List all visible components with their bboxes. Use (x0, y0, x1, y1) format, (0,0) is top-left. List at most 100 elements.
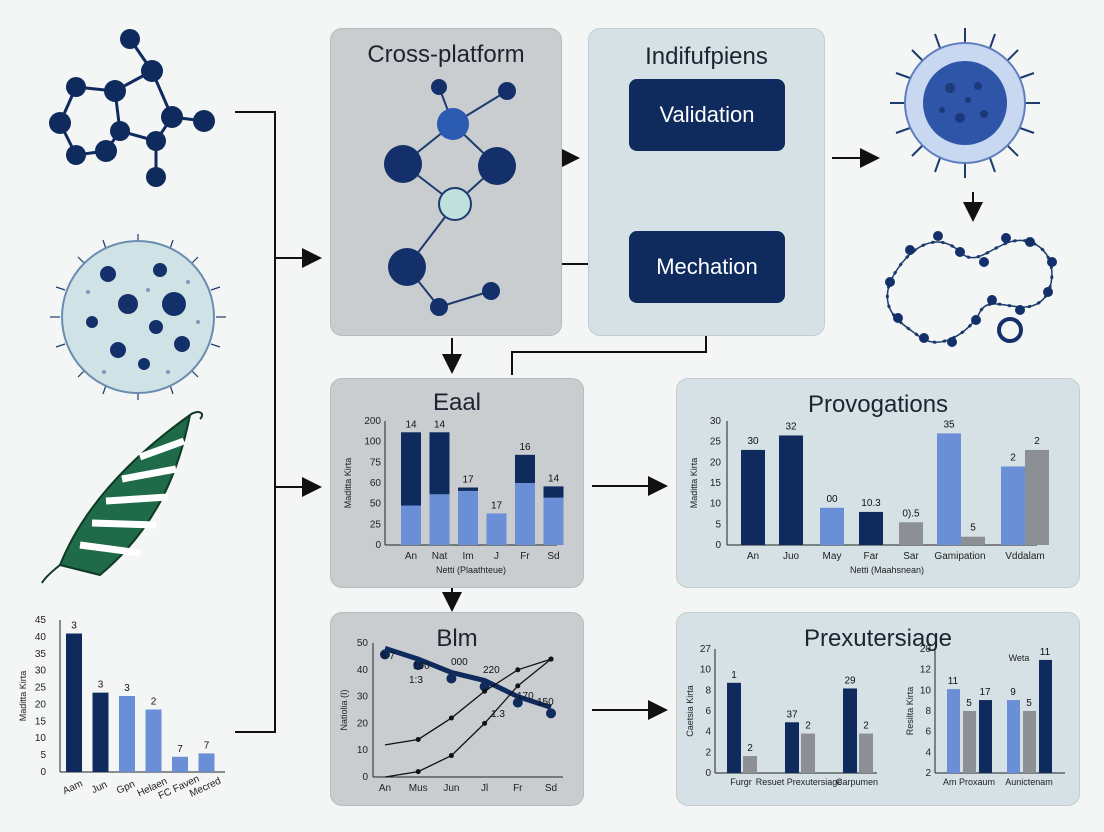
panel-title: Blm (436, 625, 478, 652)
data-point (546, 708, 556, 719)
data-point (413, 660, 424, 671)
data-point (482, 720, 488, 726)
y-tick-label: 6 (705, 706, 711, 717)
data-label: 35 (943, 419, 955, 430)
data-point (548, 656, 554, 662)
x-tick-label: May (823, 551, 842, 562)
x-tick-label: Aunictenam (1005, 777, 1053, 787)
bar (801, 733, 815, 773)
data-point (448, 753, 454, 759)
y-tick-label: 0 (715, 540, 721, 551)
y-tick-label: 2 (925, 768, 931, 779)
x-tick-label: Jl (481, 783, 488, 794)
bar-segment (458, 490, 478, 545)
bar (979, 700, 992, 773)
bar (743, 756, 757, 773)
y-tick-label: 50 (370, 499, 382, 510)
data-label: 6 7 (381, 651, 395, 662)
bar (820, 507, 844, 545)
data-label: 14 (548, 473, 560, 484)
series-line (384, 658, 552, 778)
data-label: 5 (1026, 698, 1032, 709)
y-axis-label: Maditta Kirta (689, 458, 699, 509)
y-tick-label: 10 (357, 745, 369, 756)
bar (1001, 466, 1025, 545)
data-label: 2 (805, 721, 811, 732)
bar-segment (401, 432, 421, 506)
y-tick-label: 5 (715, 519, 721, 530)
y-tick-label: 2 (705, 747, 711, 758)
x-tick-label: Sd (547, 551, 559, 562)
y-tick-label: 15 (710, 478, 722, 489)
data-label: 3 (98, 680, 104, 691)
data-label: 220 (483, 665, 500, 676)
data-label: 170 (517, 691, 534, 702)
x-tick-label: Sd (545, 783, 557, 794)
y-tick-label: 12 (920, 665, 932, 676)
data-label: 11 (1040, 647, 1051, 658)
y-axis-label: Maditta Kirta (18, 671, 28, 722)
data-label: 0).5 (902, 508, 920, 519)
x-tick-label: Juo (783, 551, 800, 562)
data-label: 37 (786, 709, 798, 720)
y-tick-label: 0 (362, 772, 368, 783)
data-label: 29 (844, 675, 856, 686)
bar (1025, 449, 1049, 545)
bar-segment (543, 486, 564, 498)
x-tick-label: Far (864, 551, 880, 562)
y-tick-label: 40 (35, 632, 47, 643)
x-tick-label: J (494, 551, 499, 562)
bar (1023, 711, 1036, 773)
x-tick-label: An (405, 551, 417, 562)
data-point (515, 667, 521, 673)
panel-title: Eaal (432, 389, 482, 416)
y-axis-label: Caetsia Kirta (685, 685, 695, 737)
panel-title: Prexutersiage (803, 625, 953, 652)
data-label: 17 (491, 500, 503, 511)
y-tick-label: 20 (710, 457, 722, 468)
bar-segment (543, 497, 564, 545)
data-label: 150 (537, 697, 554, 708)
y-tick-label: 45 (35, 615, 47, 626)
y-tick-label: 10 (35, 733, 47, 744)
series-line (384, 658, 552, 746)
bar (859, 733, 873, 773)
bar (947, 689, 960, 773)
data-label: 17 (979, 687, 991, 698)
bar (961, 536, 985, 545)
y-tick-label: 35 (35, 649, 47, 660)
data-label: 5 (970, 523, 976, 534)
y-tick-label: 20 (920, 644, 932, 655)
y-tick-label: 20 (35, 699, 47, 710)
y-tick-label: 10 (700, 665, 712, 676)
x-axis-label: Netti (Maahsnean) (850, 565, 924, 575)
data-point (515, 683, 521, 689)
bar (937, 433, 961, 545)
data-point (446, 673, 457, 684)
y-tick-label: 40 (357, 665, 369, 676)
y-tick-label: 27 (700, 644, 712, 655)
data-point (482, 688, 488, 694)
y-tick-label: 30 (710, 416, 722, 427)
molecule-icon (49, 29, 215, 187)
y-tick-label: 60 (370, 478, 382, 489)
bar (198, 753, 215, 772)
x-tick-label: Jun (90, 779, 109, 796)
validation-box: Validation (629, 79, 785, 151)
data-label: 3 (124, 683, 130, 694)
y-tick-label: 20 (357, 718, 369, 729)
y-tick-label: 75 (370, 457, 382, 468)
data-label: 2 (151, 697, 157, 708)
y-tick-label: 10 (920, 685, 932, 696)
y-tick-label: 5 (40, 750, 46, 761)
x-tick-label: Nat (432, 551, 448, 562)
data-label: 9 (1010, 687, 1016, 698)
y-tick-label: 4 (705, 727, 711, 738)
bar (66, 633, 82, 772)
data-label: 16 (519, 442, 531, 453)
y-tick-label: 25 (370, 519, 382, 530)
bar-segment (429, 432, 450, 495)
